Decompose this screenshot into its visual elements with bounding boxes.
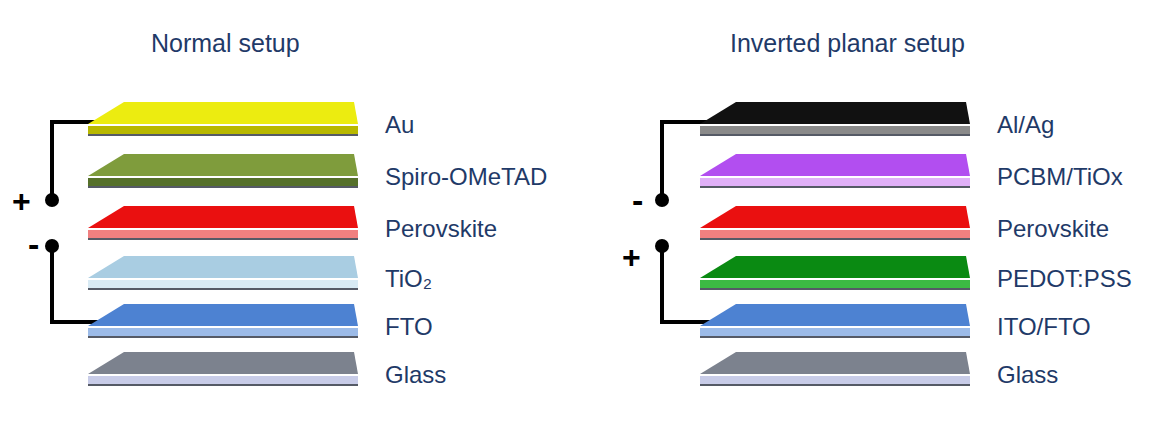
polarity-sign: - xyxy=(28,226,39,263)
layer-label: Perovskite xyxy=(385,215,497,243)
stack-title: Normal setup xyxy=(151,30,300,58)
layer-label: Glass xyxy=(997,361,1058,389)
layer-label: Al/Ag xyxy=(997,111,1054,139)
layer-slab: Spiro-OMeTAD xyxy=(88,152,551,194)
polarity-sign: - xyxy=(632,182,643,219)
polarity-sign: + xyxy=(622,240,641,275)
stack-title: Inverted planar setup xyxy=(730,30,965,58)
layer-slab: TiO₂ xyxy=(88,254,436,296)
polarity-sign: + xyxy=(12,184,31,219)
layer-slab: PCBM/TiOx xyxy=(700,152,1127,194)
layer-label: PEDOT:PSS xyxy=(997,265,1132,293)
layer-label: Glass xyxy=(385,361,446,389)
layer-label: ITO/FTO xyxy=(997,313,1091,341)
layer-slab: FTO xyxy=(88,302,437,344)
layer-shape xyxy=(700,254,972,296)
layer-shape xyxy=(700,302,972,344)
layer-slab: Glass xyxy=(700,350,1062,392)
layer-label: PCBM/TiOx xyxy=(997,163,1123,191)
layer-label: Au xyxy=(385,111,414,139)
layer-label: Spiro-OMeTAD xyxy=(385,163,547,191)
layer-slab: Al/Ag xyxy=(700,100,1058,142)
layer-slab: PEDOT:PSS xyxy=(700,254,1136,296)
layer-shape xyxy=(88,254,360,296)
layer-slab: ITO/FTO xyxy=(700,302,1095,344)
layer-slab: Glass xyxy=(88,350,450,392)
layer-shape xyxy=(88,100,360,142)
layer-slab: Perovskite xyxy=(700,204,1113,246)
layer-shape xyxy=(88,302,360,344)
layer-shape xyxy=(88,204,360,246)
layer-shape xyxy=(88,350,360,392)
layer-shape xyxy=(700,204,972,246)
layer-shape xyxy=(700,350,972,392)
layer-label: Perovskite xyxy=(997,215,1109,243)
layer-label: TiO₂ xyxy=(385,265,432,293)
layer-slab: Au xyxy=(88,100,418,142)
layer-shape xyxy=(700,100,972,142)
layer-label: FTO xyxy=(385,313,433,341)
layer-slab: Perovskite xyxy=(88,204,501,246)
layer-shape xyxy=(88,152,360,194)
layer-shape xyxy=(700,152,972,194)
